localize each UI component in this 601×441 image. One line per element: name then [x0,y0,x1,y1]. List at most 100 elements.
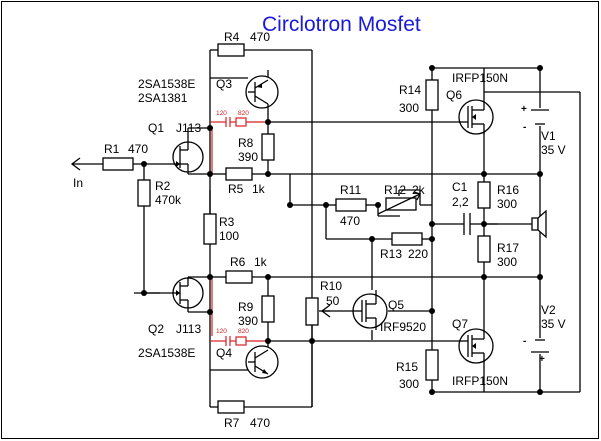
speaker-icon [531,209,547,239]
svg-text:300: 300 [497,197,517,211]
pmos-Q5: Q5 IRF9520 [352,290,426,334]
svg-text:390: 390 [238,314,258,328]
svg-text:C1: C1 [452,180,468,194]
svg-text:R13: R13 [380,247,402,261]
battery-V2: - + V2 35 V [523,303,566,365]
rc-top-r-label: 120 [216,110,227,117]
svg-text:R4: R4 [224,30,240,44]
svg-text:1k: 1k [254,255,268,269]
svg-text:R9: R9 [238,300,254,314]
svg-text:2SA1538E: 2SA1538E [138,77,195,91]
potentiometer-R10: R10 50 [305,279,342,326]
svg-text:50: 50 [326,294,340,308]
rc-snubber-top: 120 820 [210,110,268,174]
svg-text:-: - [523,122,526,133]
svg-text:2,2: 2,2 [452,195,469,209]
pnp-Q4: 2SA1538E Q4 [138,345,279,379]
jfet-Q2: Q2 J113 [148,277,204,336]
svg-text:Q2: Q2 [148,322,164,336]
resistor-R1: R1 470 [102,142,148,171]
resistor-R16: R16 300 [477,181,519,211]
junction-dots [141,65,543,395]
input-arrow-icon [70,157,81,171]
rc-bot-c-label: 820 [238,328,249,335]
svg-text:2SA1538E: 2SA1538E [138,346,195,360]
svg-text:+: + [521,104,527,115]
svg-text:R7: R7 [224,416,240,430]
svg-text:IRFP150N: IRFP150N [452,71,508,85]
resistor-R11: R11 470 [335,183,367,228]
nmos-Q6: IRFP150N Q6 [446,71,508,135]
resistor-R14: R14 300 [399,79,439,115]
svg-text:V2: V2 [541,303,556,317]
rc-bot-r-label: 120 [216,328,227,335]
jfet-Q1: Q1 J113 [148,121,204,173]
svg-text:1k: 1k [252,182,266,196]
svg-text:R1: R1 [104,142,120,156]
svg-text:-: - [523,336,526,347]
svg-text:Q6: Q6 [446,88,462,102]
svg-text:R14: R14 [399,83,421,97]
resistor-R7: R7 470 [217,400,270,430]
svg-text:R6: R6 [230,255,246,269]
svg-text:J113: J113 [176,322,201,336]
svg-text:Q7: Q7 [452,317,468,331]
svg-text:35 V: 35 V [541,143,566,157]
svg-text:2SA1381: 2SA1381 [138,91,188,105]
resistor-R6: R6 1k [225,255,268,284]
svg-text:R15: R15 [396,360,418,374]
svg-text:Q3: Q3 [216,77,232,91]
resistor-R4: R4 470 [217,30,270,57]
svg-text:IRF9520: IRF9520 [380,320,426,334]
resistor-R3: R3 100 [203,213,239,245]
resistor-R2: R2 470k [137,179,182,207]
svg-text:35 V: 35 V [541,317,566,331]
capacitor-C1: C1 2,2 [452,180,471,235]
svg-text:R2: R2 [155,179,171,193]
potentiometer-R12: R12 2k [377,183,426,215]
battery-V1: + - V1 35 V [521,104,566,157]
svg-text:R16: R16 [497,183,519,197]
resistor-R13: R13 220 [380,232,428,261]
svg-text:220: 220 [408,247,428,261]
nmos-Q7: Q7 IRFP150N [452,317,508,388]
svg-text:+: + [539,354,545,365]
svg-text:100: 100 [219,229,239,243]
svg-text:R5: R5 [228,182,244,196]
wiring [80,49,581,408]
resistor-R15: R15 300 [396,349,439,391]
input-label: In [73,176,83,190]
svg-text:300: 300 [399,377,419,391]
resistor-R9: R9 390 [238,295,275,328]
svg-text:Q4: Q4 [216,346,232,360]
svg-text:J113: J113 [176,121,201,135]
svg-text:R17: R17 [497,241,519,255]
page-title: Circlotron Mosfet [262,13,421,36]
svg-text:R8: R8 [238,136,254,150]
svg-text:IRFP150N: IRFP150N [452,374,508,388]
resistor-R5: R5 1k [225,167,266,196]
svg-text:R10: R10 [320,279,342,293]
svg-text:390: 390 [238,150,258,164]
svg-text:470: 470 [128,142,148,156]
svg-text:2k: 2k [412,183,426,197]
svg-text:Q5: Q5 [388,298,404,312]
svg-text:R12: R12 [384,183,406,197]
svg-text:470k: 470k [155,193,182,207]
svg-text:R3: R3 [219,215,235,229]
resistor-R17: R17 300 [477,235,519,269]
rc-top-c-label: 820 [238,110,249,117]
svg-text:470: 470 [250,30,270,44]
pnp-Q3: 2SA1538E 2SA1381 Q3 [138,75,279,112]
svg-text:V1: V1 [541,129,556,143]
svg-text:300: 300 [497,255,517,269]
resistor-R8: R8 390 [238,133,275,164]
svg-text:Q1: Q1 [148,121,164,135]
rc-snubber-bottom: 120 820 [210,277,268,346]
svg-text:470: 470 [250,416,270,430]
svg-text:300: 300 [399,101,419,115]
svg-text:R11: R11 [340,183,361,197]
svg-text:470: 470 [340,214,360,228]
